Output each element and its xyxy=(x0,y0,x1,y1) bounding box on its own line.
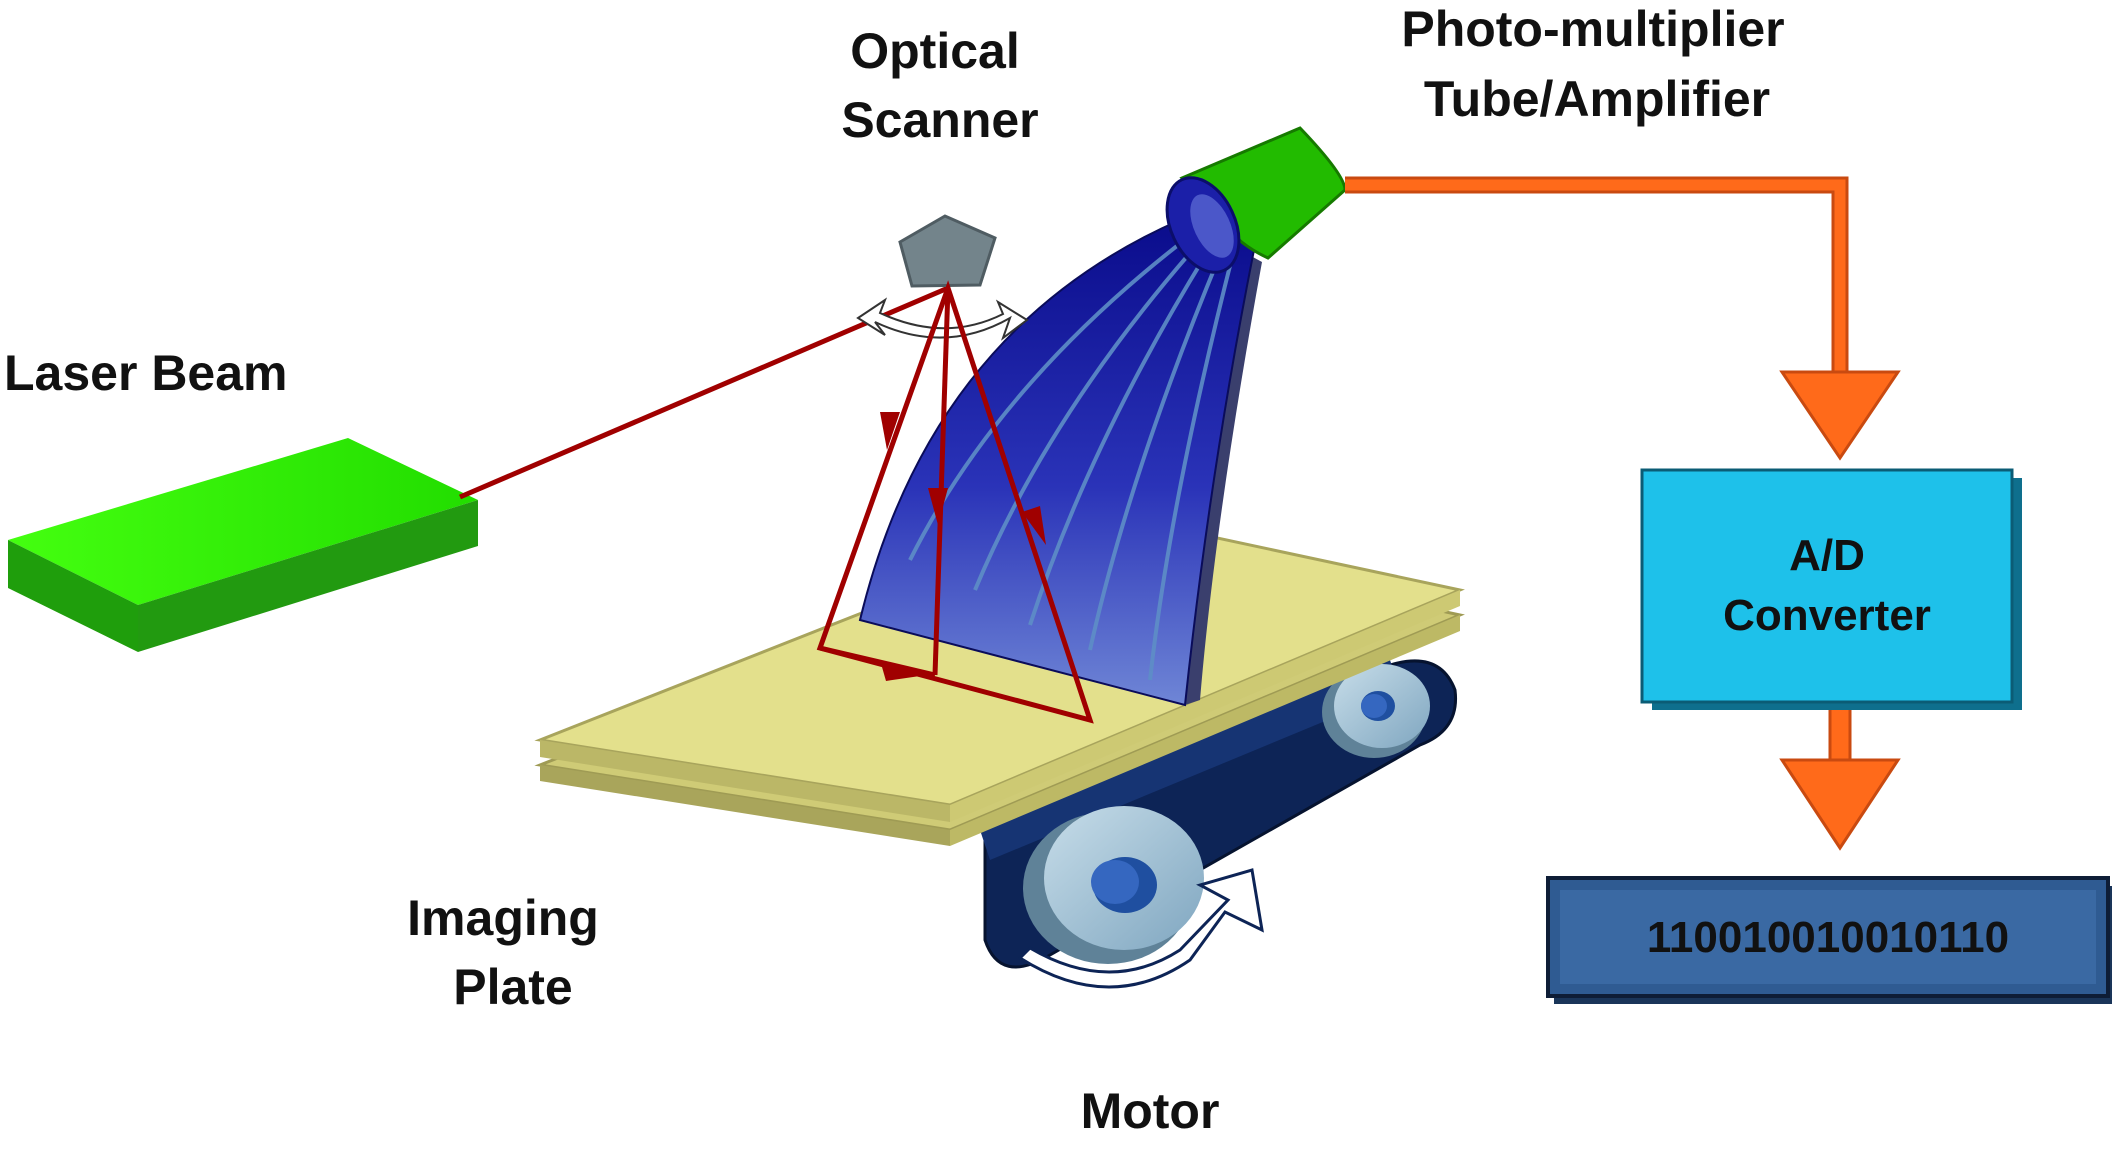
back-roller xyxy=(1322,664,1430,758)
beam-arrow-right-icon xyxy=(1022,506,1046,545)
scanner-polygon xyxy=(898,214,997,288)
beam-arrow-left-icon xyxy=(880,412,900,450)
scan-beam-sweep xyxy=(819,645,936,678)
plate-upper-edge-right xyxy=(950,590,1460,822)
output-box-inner xyxy=(1560,890,2096,984)
pmt-face-highlight xyxy=(1190,194,1234,258)
pmt-label: Photo-multiplier xyxy=(1401,1,1784,57)
conveyor-belt-top xyxy=(980,660,1400,860)
plate-upper-edge xyxy=(540,740,950,822)
converter-box xyxy=(1640,468,2014,704)
rotation-arrow-icon xyxy=(1017,868,1264,989)
scan-beam-arrowheads xyxy=(880,412,1046,681)
motor-assembly xyxy=(980,659,1458,989)
light-guide xyxy=(858,218,1262,707)
laser-box-top xyxy=(8,438,478,605)
converter-label-line1: A/D xyxy=(1789,531,1865,580)
arrow-down-icon xyxy=(1779,758,1901,851)
laser-beam-label: Laser Beam xyxy=(4,345,288,401)
digital-output: 110010010010110 xyxy=(1546,876,2112,1004)
laser-source xyxy=(8,438,478,652)
plate-lower-edge-right xyxy=(950,615,1460,846)
laser-box-front xyxy=(8,540,138,652)
arrow-down-icon xyxy=(1779,370,1901,461)
scan-beam-center xyxy=(932,287,951,676)
light-guide-side xyxy=(1185,250,1262,705)
beam-arrow-bottom-icon xyxy=(880,660,920,681)
front-roller xyxy=(1023,806,1204,964)
laser-box-side xyxy=(138,500,478,652)
pmt-label: Tube/Amplifier xyxy=(1424,71,1770,127)
motor-label: Motor xyxy=(1081,1083,1220,1139)
light-guide-fibers xyxy=(908,230,1237,681)
imaging-plate-label: Imaging xyxy=(407,890,599,946)
converter-label-line2: Converter xyxy=(1723,591,1931,640)
signal-path xyxy=(1345,176,1901,851)
pmt-to-converter-line xyxy=(1345,176,1849,392)
beam-arrow-center-icon xyxy=(928,488,948,525)
scan-beam-outline xyxy=(816,280,1094,724)
binary-output-value: 110010010010110 xyxy=(1647,913,2009,962)
scan-beam-paths xyxy=(816,280,1094,724)
imaging-plate-label: Plate xyxy=(453,959,573,1015)
plate-lower-edge xyxy=(540,765,950,846)
optical-scanner-label: Optical xyxy=(850,23,1019,79)
optical-scanner xyxy=(856,214,1029,341)
photo-multiplier-tube xyxy=(1165,126,1347,274)
optical-scanner-label: Scanner xyxy=(841,92,1038,148)
diagram-labels: Optical Scanner Photo-multiplier Tube/Am… xyxy=(4,1,1785,1139)
ad-converter: A/D Converter xyxy=(1640,468,2022,710)
